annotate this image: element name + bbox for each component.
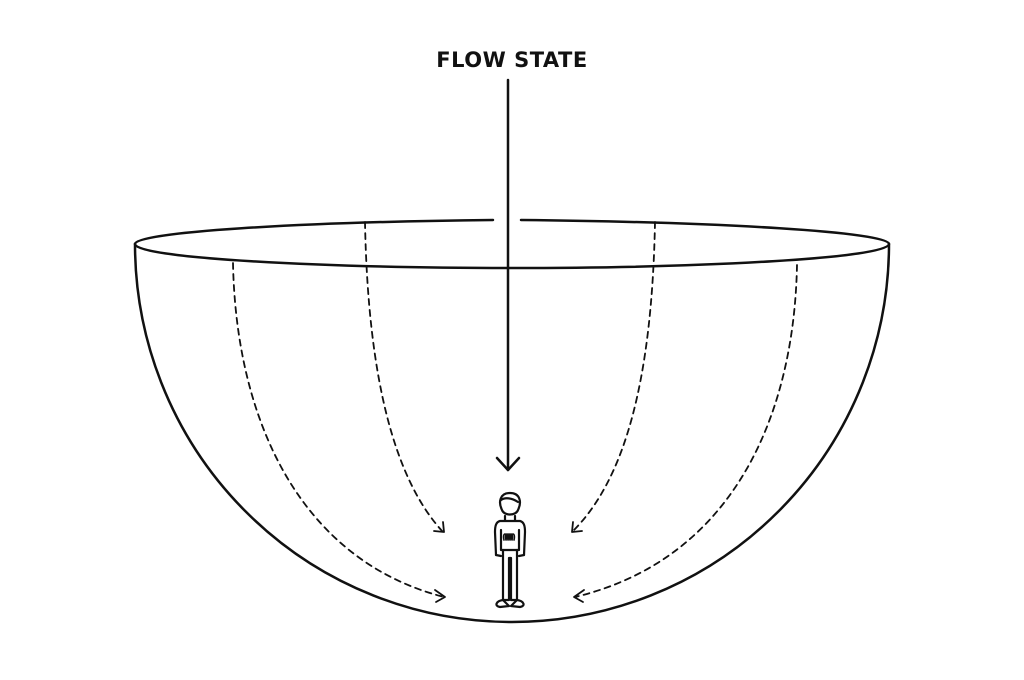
bowl-rim [133,218,891,270]
down-arrow-icon [495,78,521,472]
bowl-body [133,242,891,624]
dashed-arrow-right-outer [574,264,798,598]
arrowheads [433,521,585,603]
dashed-arrows-icon [232,221,798,598]
dashed-arrow-left-outer [232,262,445,598]
dashed-arrow-left-inner [364,221,444,533]
diagram-title: FLOW STATE [436,48,588,72]
person-figure-icon [493,491,527,609]
dashed-arrow-right-inner [571,221,656,533]
